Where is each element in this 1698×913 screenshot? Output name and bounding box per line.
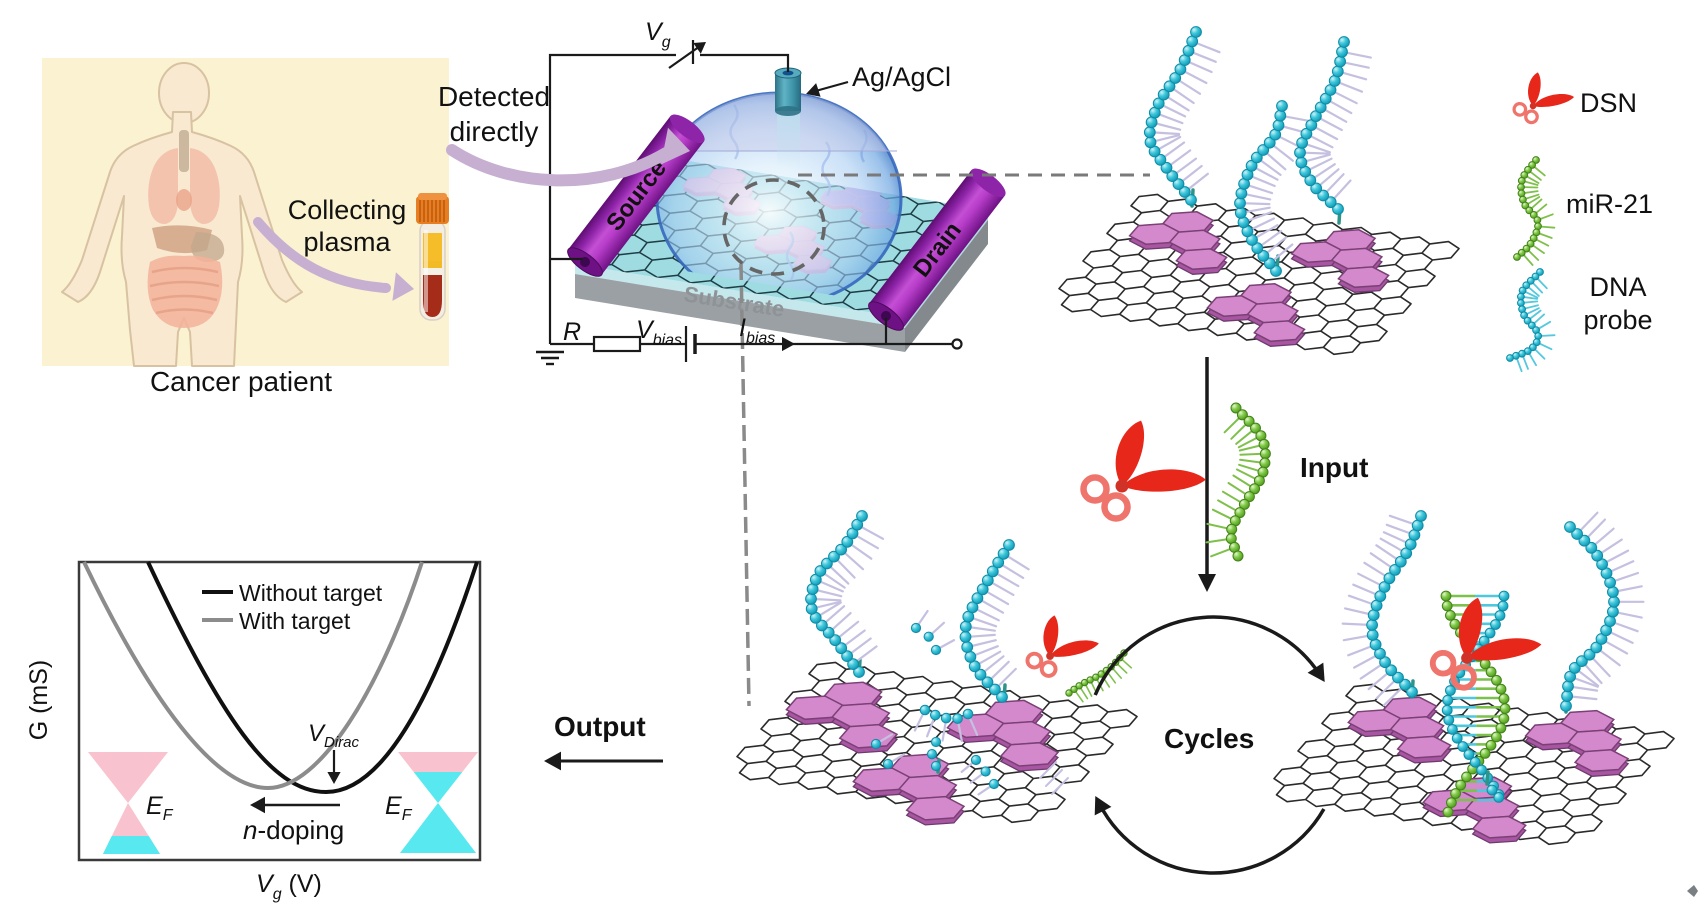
svg-text:plasma: plasma bbox=[303, 227, 391, 257]
svg-text:Cancer patient: Cancer patient bbox=[150, 366, 332, 397]
svg-text:DNA: DNA bbox=[1589, 272, 1646, 302]
svg-text:Without target: Without target bbox=[239, 580, 383, 606]
svg-text:Vg (V): Vg (V) bbox=[256, 870, 322, 903]
svg-text:Ag/AgCl: Ag/AgCl bbox=[852, 62, 951, 92]
svg-text:With target: With target bbox=[239, 608, 351, 634]
svg-text:directly: directly bbox=[450, 116, 539, 147]
svg-text:Detected: Detected bbox=[438, 81, 550, 112]
svg-text:probe: probe bbox=[1583, 305, 1652, 335]
svg-text:Input: Input bbox=[1300, 452, 1368, 483]
svg-text:Collecting: Collecting bbox=[288, 195, 407, 225]
svg-text:Cycles: Cycles bbox=[1164, 723, 1254, 754]
svg-text:miR-21: miR-21 bbox=[1566, 189, 1653, 219]
svg-text:Output: Output bbox=[554, 711, 646, 742]
svg-text:DSN: DSN bbox=[1580, 88, 1637, 118]
svg-text:R: R bbox=[563, 318, 581, 346]
svg-text:G (mS): G (mS) bbox=[25, 660, 53, 741]
svg-text:n-doping: n-doping bbox=[243, 815, 344, 845]
